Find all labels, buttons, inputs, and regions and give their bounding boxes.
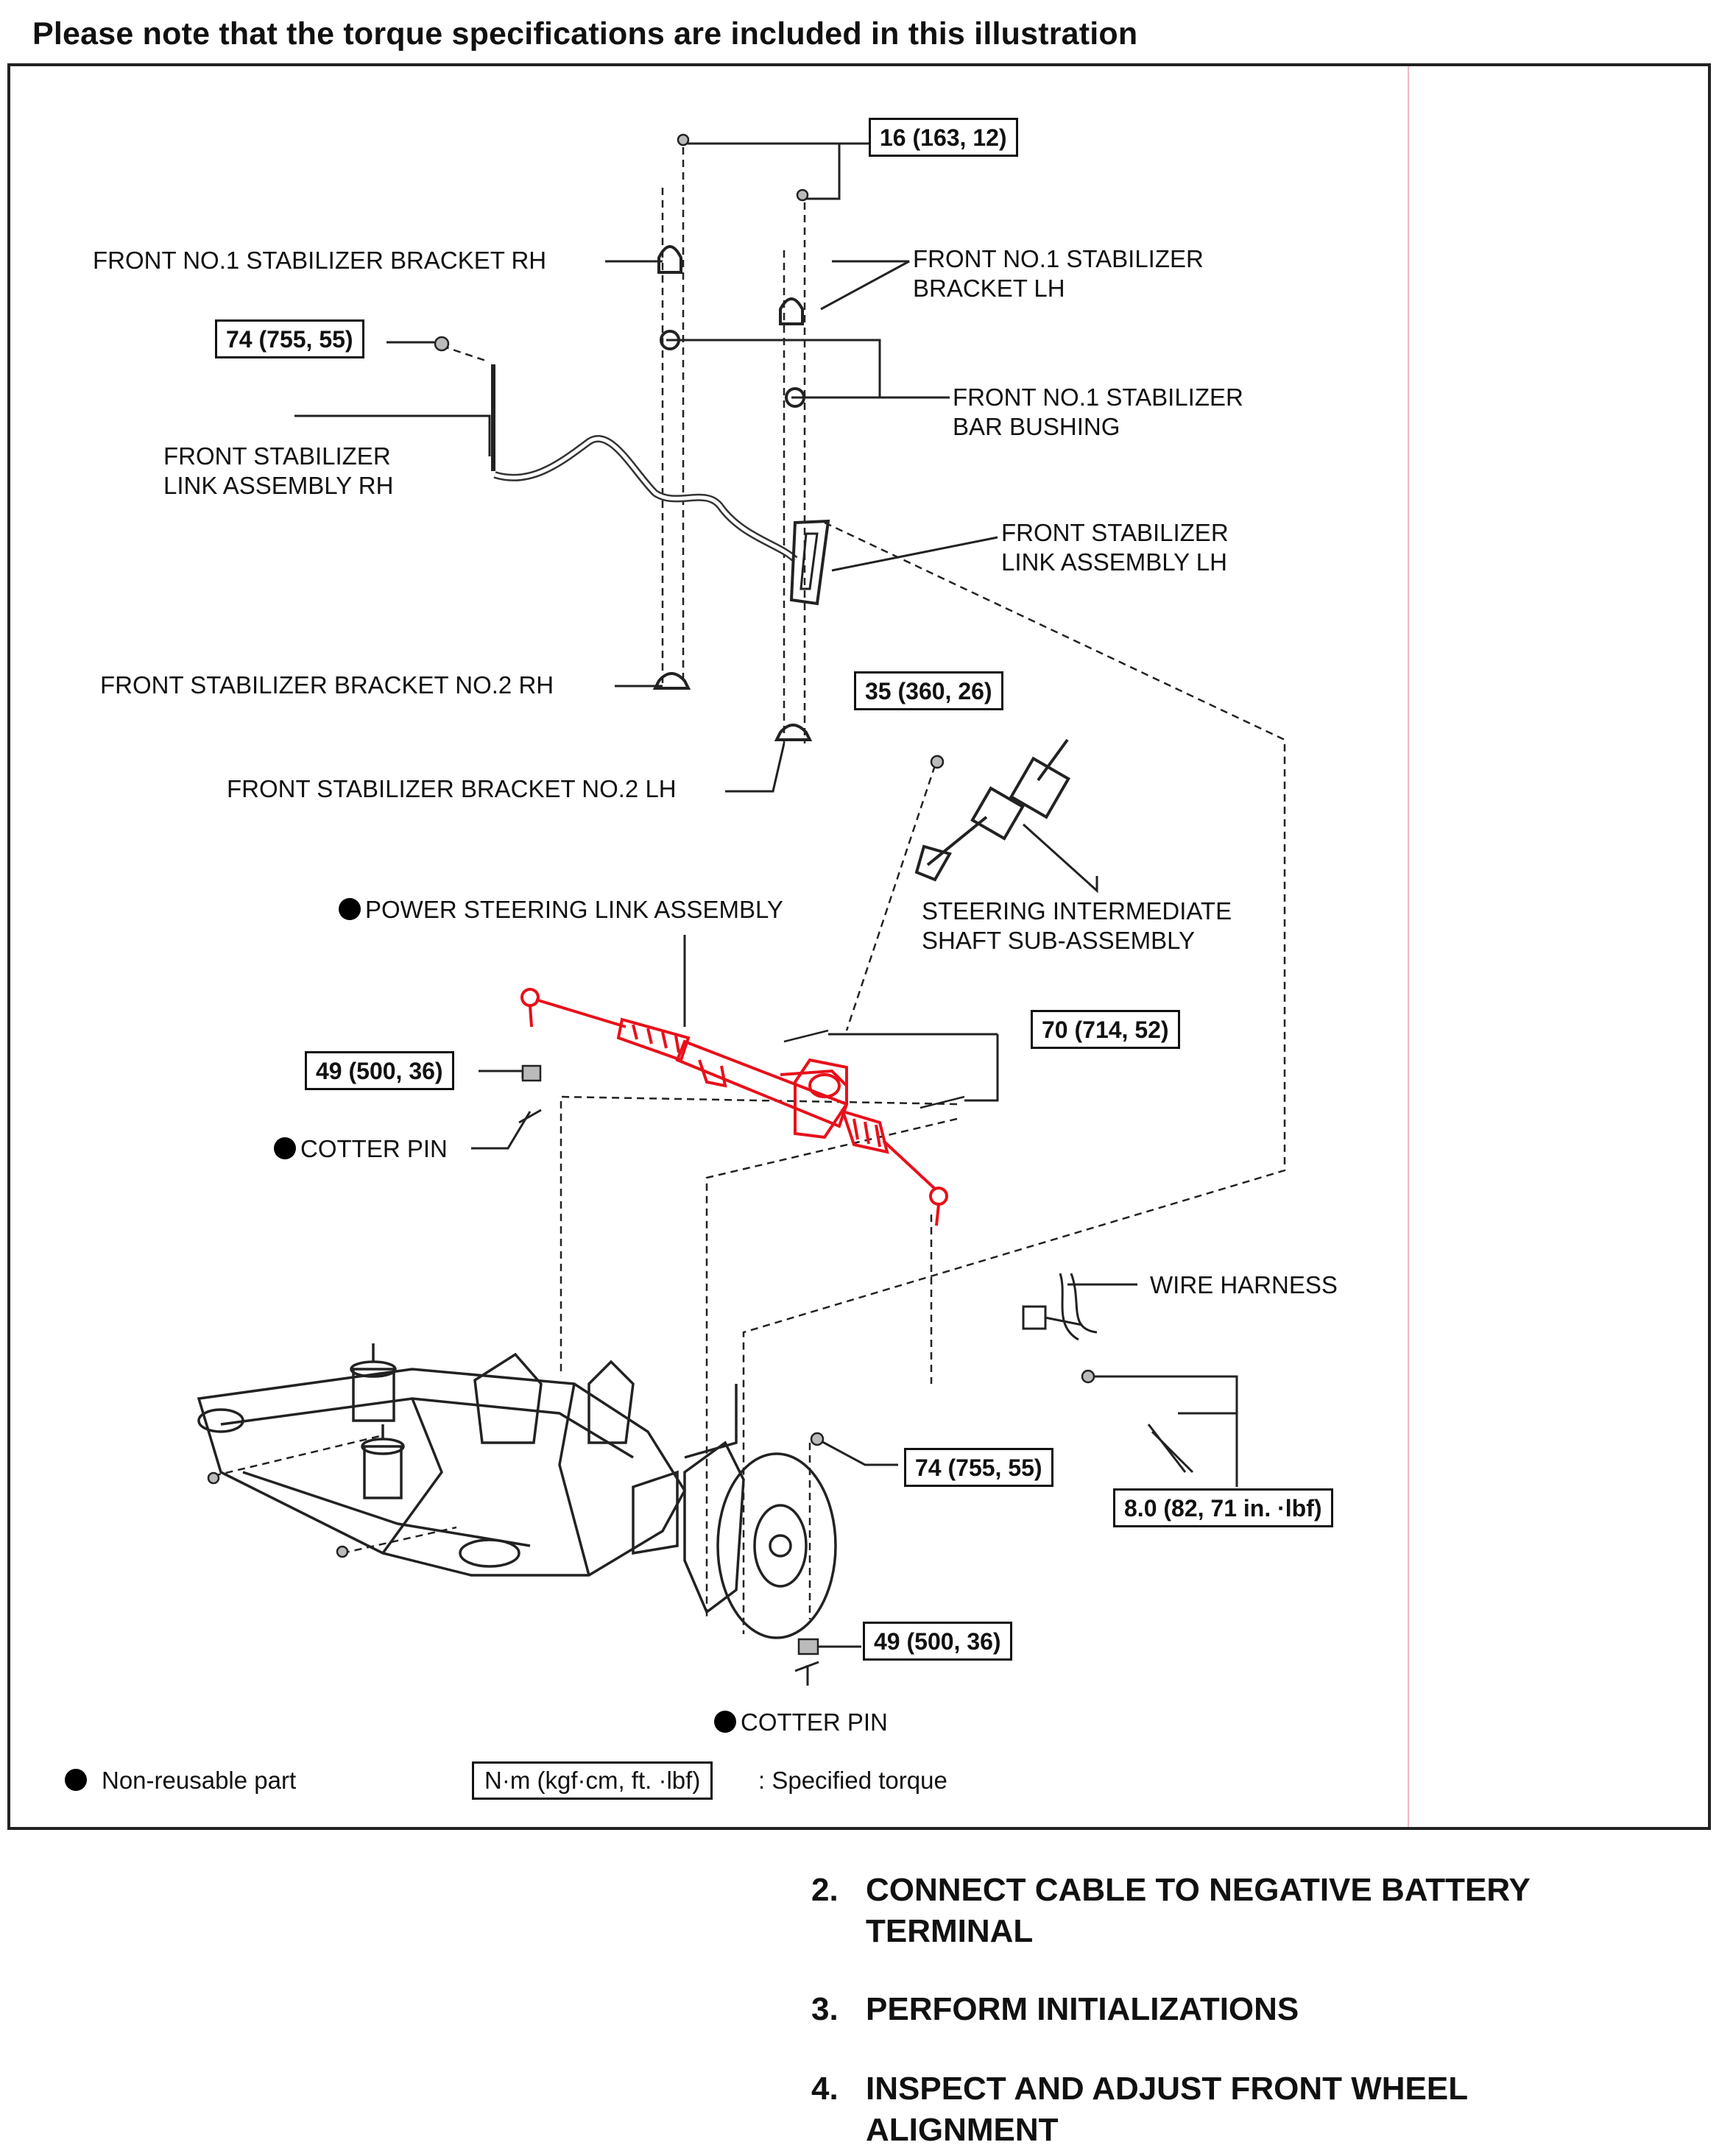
label-cotter-pin-1: COTTER PIN (274, 1134, 448, 1164)
label-wire-harness: WIRE HARNESS (1150, 1271, 1338, 1298)
label-bushing-2: BAR BUSHING (953, 413, 1120, 440)
torque-spec-shaft-bolt: 35 (360, 26) (854, 671, 1003, 710)
legend-torque-desc: : Specified torque (758, 1767, 947, 1794)
label-cotter-pin-2: COTTER PIN (714, 1708, 888, 1737)
non-reusable-dot-icon (339, 898, 361, 920)
label-shaft-1: STEERING INTERMEDIATE (922, 897, 1232, 925)
label-link-lh-1: FRONT STABILIZER (1001, 519, 1229, 546)
intermediate-shaft (914, 738, 1070, 882)
bushing-lh (785, 387, 805, 408)
torque-spec-top-bolts: 16 (163, 12) (869, 118, 1018, 157)
wire-harness-drawing (1022, 1273, 1194, 1474)
cotter-pin-drawing (518, 1109, 819, 1672)
power-steering-rack (520, 988, 948, 1226)
brake-rotor (683, 1384, 837, 1639)
legend-torque-unit: N·m (kgf·cm, ft. ·lbf) (472, 1761, 713, 1800)
label-bracket-no2-lh: FRONT STABILIZER BRACKET NO.2 LH (227, 775, 677, 802)
stabilizer-bar (493, 435, 798, 562)
non-reusable-dot-icon (274, 1137, 296, 1159)
fastener-marks (207, 133, 1095, 1655)
bracket-no2-lh (774, 724, 813, 741)
torque-spec-rack-bolts: 70 (714, 52) (1031, 1010, 1180, 1049)
label-shaft-2: SHAFT SUB-ASSEMBLY (922, 927, 1196, 954)
label-bushing-1: FRONT NO.1 STABILIZER (953, 384, 1243, 411)
link-lh (789, 519, 830, 606)
illustration-frame (7, 63, 1711, 1830)
label-bracket-no1-lh-2: BRACKET LH (913, 275, 1065, 302)
torque-spec-link-rh-nut: 74 (755, 55) (215, 319, 364, 358)
torque-spec-tie-rod-lh: 49 (500, 36) (863, 1622, 1012, 1661)
label-link-rh-2: LINK ASSEMBLY RH (163, 472, 394, 499)
step-3: 3.PERFORM INITIALIZATIONS (811, 1991, 1299, 2027)
assembly-guides (213, 147, 1286, 1634)
label-bracket-no1-lh-1: FRONT NO.1 STABILIZER (913, 245, 1204, 272)
label-power-steering: POWER STEERING LINK ASSEMBLY (339, 895, 783, 925)
bushing-rh (660, 330, 680, 350)
non-reusable-dot-icon (65, 1769, 87, 1791)
label-bracket-no1-rh: FRONT NO.1 STABILIZER BRACKET RH (93, 247, 547, 274)
legend-non-reusable: Non-reusable part (65, 1766, 296, 1795)
torque-spec-crossmember-bolt: 74 (755, 55) (904, 1448, 1053, 1487)
non-reusable-dot-icon (714, 1711, 736, 1733)
step-2: 2.CONNECT CABLE TO NEGATIVE BATTERY TERM… (811, 1872, 1531, 1949)
suspension-crossmember (197, 1343, 687, 1577)
label-link-lh-2: LINK ASSEMBLY LH (1001, 548, 1227, 576)
bracket-no1-lh (779, 297, 804, 325)
torque-note-heading: Please note that the torque specificatio… (32, 16, 1138, 52)
label-link-rh-1: FRONT STABILIZER (163, 442, 391, 470)
bracket-no1-rh (657, 245, 682, 274)
torque-spec-tie-rod-rh: 49 (500, 36) (305, 1051, 454, 1090)
torque-spec-wire-harness-bolt: 8.0 (82, 71 in. ·lbf) (1113, 1488, 1333, 1527)
step-4: 4.INSPECT AND ADJUST FRONT WHEEL ALIGNME… (811, 2071, 1469, 2148)
frame-divider (1408, 66, 1409, 1827)
bracket-no2-rh (652, 672, 691, 690)
leader-lines (294, 142, 1238, 1686)
label-bracket-no2-rh: FRONT STABILIZER BRACKET NO.2 RH (100, 671, 554, 699)
